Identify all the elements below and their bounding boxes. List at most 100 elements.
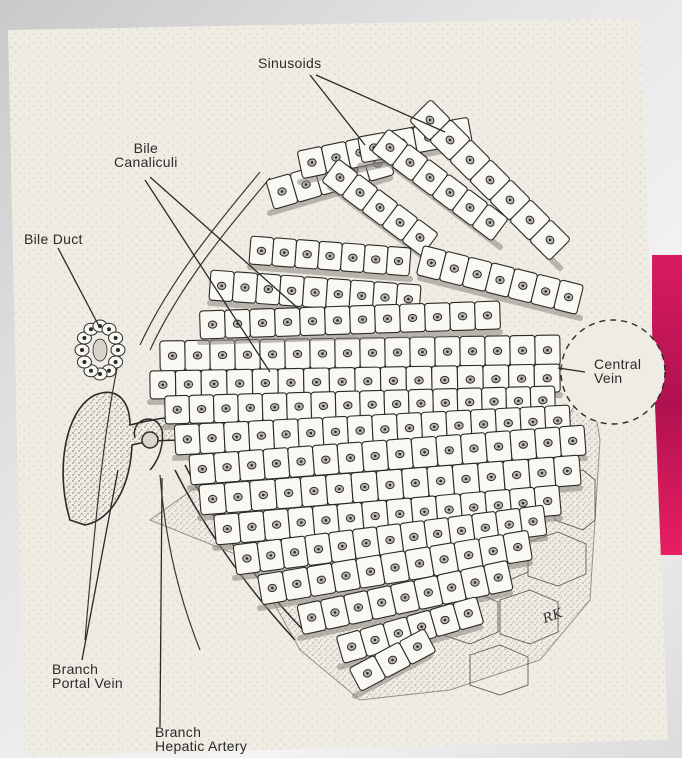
hepatocyte — [305, 533, 333, 566]
label-bile-duct: Bile Duct — [24, 232, 83, 246]
label-bile-canaliculi: Bile Canaliculi — [114, 141, 178, 169]
hepatocyte — [328, 530, 356, 563]
hepatocyte — [535, 335, 560, 365]
hepatocyte — [275, 308, 301, 337]
hepatocyte — [310, 338, 335, 368]
hepatocyte — [189, 395, 214, 424]
hepatocyte — [485, 431, 512, 463]
hepatocyte — [272, 238, 297, 268]
hepatocyte — [559, 425, 586, 457]
hepatocyte — [340, 243, 365, 273]
hepatocyte — [238, 511, 265, 543]
hepatocyte — [318, 241, 343, 271]
hepatocyte — [165, 395, 190, 424]
label-branch-portal-vein-line1: Branch — [52, 662, 123, 676]
hepatocyte — [436, 434, 463, 466]
hepatocyte — [199, 423, 225, 454]
hepatocyte — [257, 539, 285, 572]
hepatocyte — [376, 469, 404, 501]
hepatocyte — [281, 536, 309, 569]
hepatocyte — [475, 301, 501, 330]
hepatocyte — [460, 336, 485, 366]
hepatocyte — [232, 272, 257, 304]
hepatocyte — [249, 236, 274, 266]
hepatocyte — [288, 506, 315, 538]
hepatocyte — [450, 302, 476, 331]
hepatocyte — [185, 340, 210, 370]
hepatocyte — [189, 453, 216, 485]
hepatocyte — [238, 394, 263, 423]
hepatocyte — [325, 473, 353, 505]
hepatocyte — [351, 471, 379, 503]
label-branch-portal-vein: Branch Portal Vein — [52, 662, 123, 690]
label-branch-portal-vein-line2: Portal Vein — [52, 676, 123, 690]
hepatocyte — [233, 542, 261, 575]
hepatocyte — [298, 418, 324, 449]
hepatocyte — [238, 449, 265, 481]
hepatocyte — [150, 371, 176, 399]
hepatocyte — [213, 394, 238, 423]
hepatocyte — [263, 448, 290, 480]
hepatocyte — [224, 481, 252, 513]
hepatocyte — [312, 444, 339, 476]
hepatocyte — [295, 239, 320, 269]
hepatocyte — [214, 513, 241, 545]
hepatocyte — [477, 461, 505, 493]
hepatocyte — [401, 467, 429, 499]
hepatocyte — [425, 303, 451, 332]
label-branch-hepatic-artery-line1: Branch — [155, 725, 247, 739]
hepatocyte — [273, 419, 299, 450]
label-central-vein-line2: Vein — [594, 371, 641, 385]
hepatocyte — [260, 339, 285, 369]
hepatocyte — [427, 465, 455, 497]
hepatocyte — [385, 337, 410, 367]
hepatocyte — [288, 446, 315, 478]
label-central-vein: Central Vein — [594, 357, 641, 385]
hepatocyte — [225, 309, 251, 338]
hepatocyte — [302, 277, 327, 309]
hepatocyte — [235, 340, 260, 370]
hepatocyte — [214, 451, 241, 483]
hepatocyte — [263, 509, 290, 541]
hepatocyte — [300, 307, 326, 336]
hepatocyte — [326, 278, 351, 310]
label-sinusoids: Sinusoids — [258, 56, 321, 70]
hepatocyte — [250, 309, 276, 338]
hepatocyte — [485, 336, 510, 366]
hepatocyte — [452, 463, 480, 495]
hepatocyte — [510, 335, 535, 365]
label-central-vein-line1: Central — [594, 357, 641, 371]
hepatocyte — [400, 304, 426, 333]
label-branch-hepatic-artery-line2: Hepatic Artery — [155, 739, 247, 753]
hepatocyte — [435, 337, 460, 367]
hepatocyte — [337, 442, 364, 474]
hepatocyte — [175, 370, 201, 398]
hepatocyte — [360, 338, 385, 368]
hepatocyte — [275, 477, 303, 509]
hepatocyte — [411, 436, 438, 468]
hepatocyte — [503, 459, 531, 491]
hepatocyte — [410, 337, 435, 367]
hepatocyte — [534, 427, 561, 459]
hepatocyte — [224, 421, 250, 452]
hepatocyte — [386, 438, 413, 470]
hepatocyte — [174, 424, 200, 455]
hepatocyte — [362, 440, 389, 472]
hepatocyte — [350, 305, 376, 334]
hepatocyte — [460, 433, 487, 465]
label-bile-canaliculi-line1: Bile — [114, 141, 178, 155]
hepatocyte — [285, 339, 310, 369]
hepatocyte — [300, 475, 328, 507]
hepatocyte — [503, 530, 532, 564]
hepatocyte — [287, 392, 312, 421]
hepatocyte — [160, 341, 185, 371]
hepatocyte — [510, 429, 537, 461]
hepatocyte — [311, 392, 336, 421]
bile-duct-lumen — [93, 339, 107, 361]
hepatocyte — [325, 306, 351, 335]
hepatocyte — [249, 479, 277, 511]
label-bile-canaliculi-line2: Canaliculi — [114, 155, 178, 169]
hepatocyte — [335, 338, 360, 368]
hepatocyte — [375, 304, 401, 333]
